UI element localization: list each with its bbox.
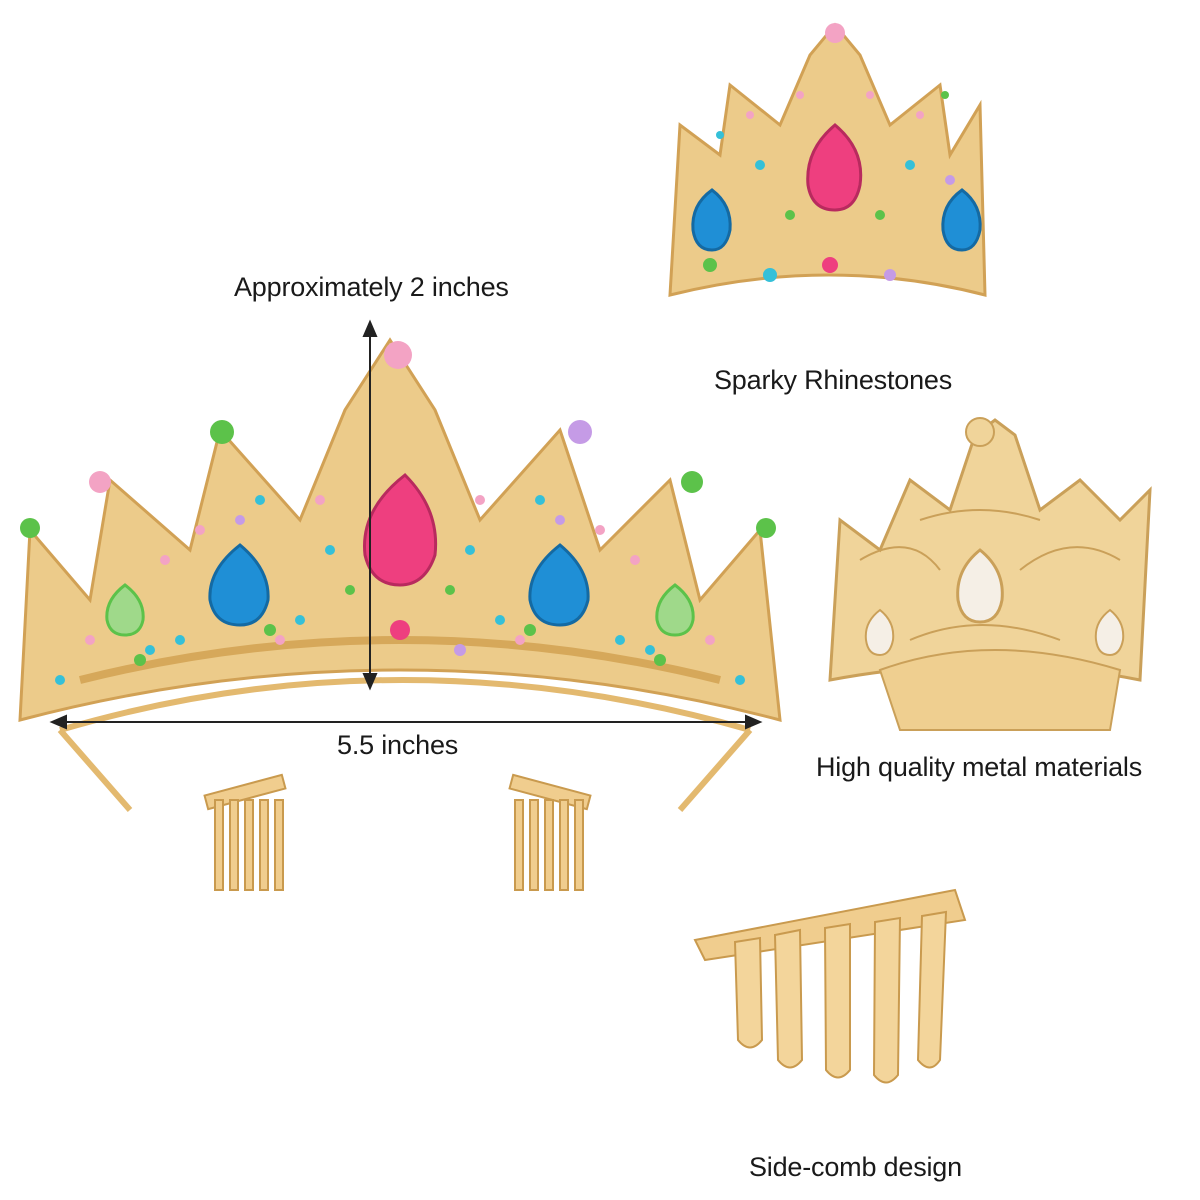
- width-arrow: [49, 714, 763, 730]
- height-arrow: [362, 319, 378, 691]
- comb-detail-figure: [690, 880, 990, 1100]
- metal-label: High quality metal materials: [816, 752, 1143, 782]
- tiara-illustration: [18, 319, 782, 891]
- width-label: 5.5 inches: [337, 730, 459, 760]
- height-label: Approximately 2 inches: [234, 272, 509, 302]
- comb-label: Side-comb design: [749, 1152, 962, 1182]
- left-comb: [203, 773, 287, 891]
- right-comb: [508, 773, 592, 891]
- rhinestone-detail-figure: [660, 15, 990, 315]
- rhinestones-label: Sparky Rhinestones: [714, 365, 953, 395]
- main-tiara-figure: [0, 300, 800, 920]
- metal-detail-figure: [820, 410, 1160, 740]
